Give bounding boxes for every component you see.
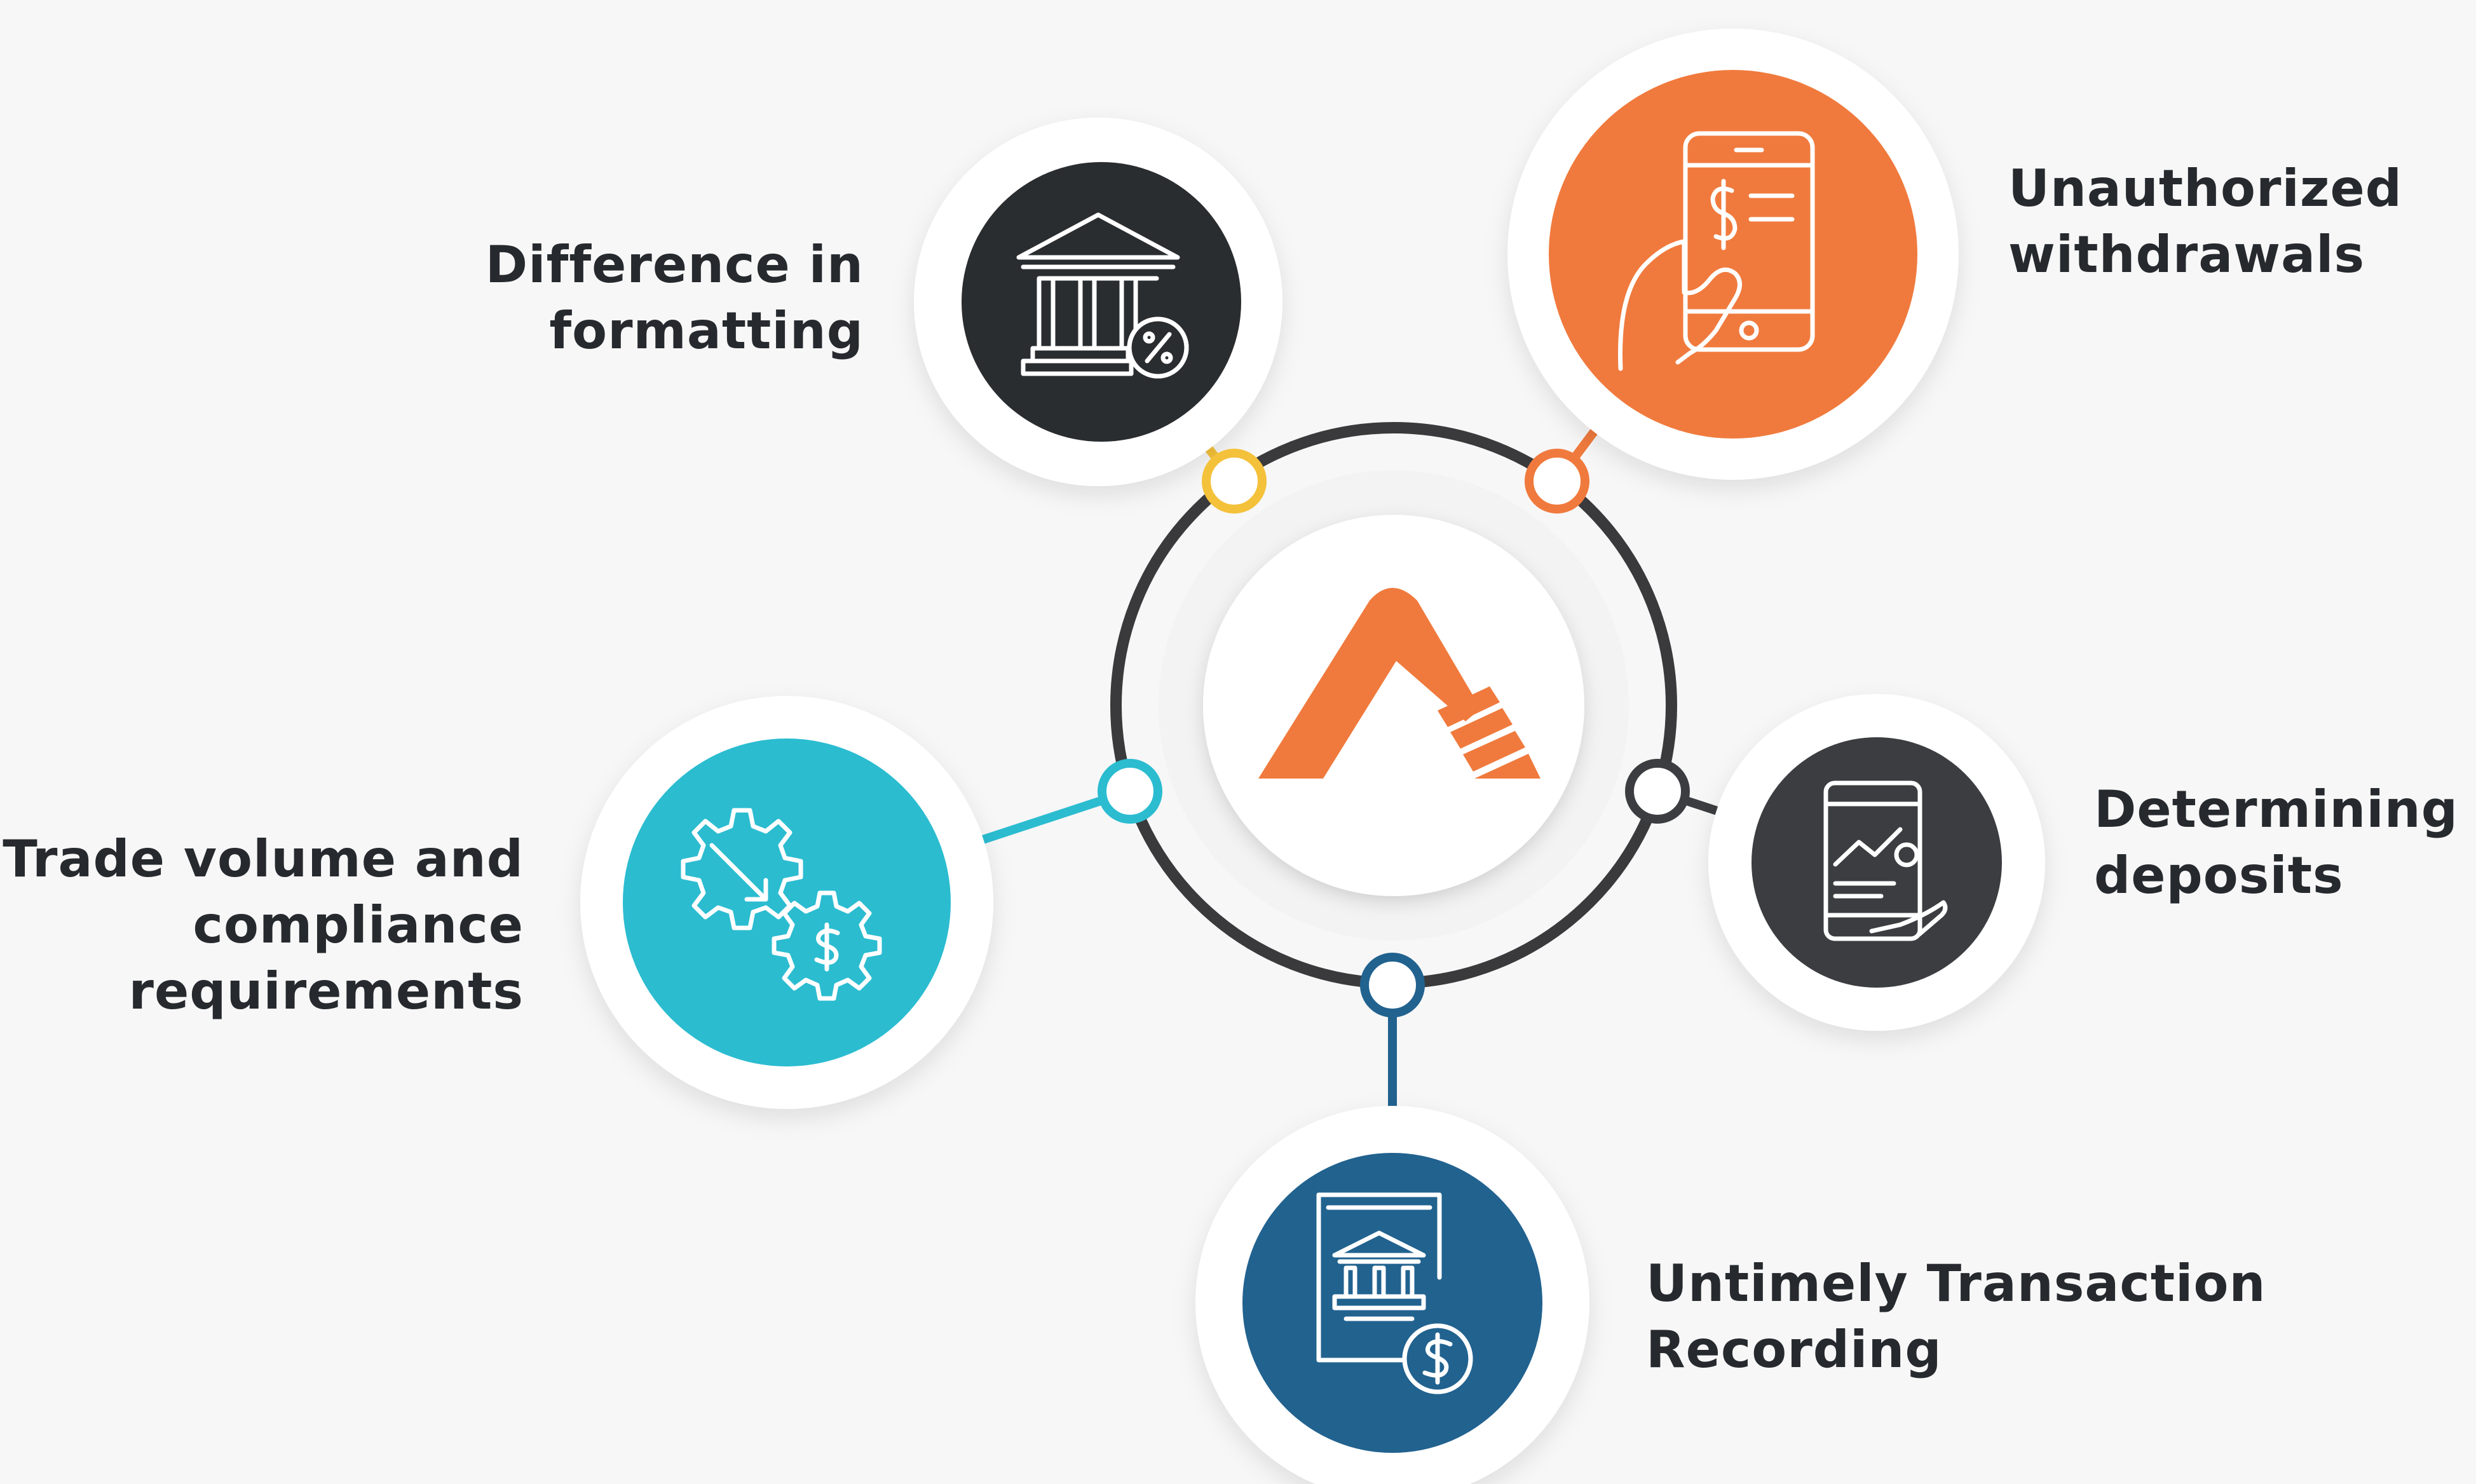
label-line: compliance xyxy=(193,895,524,955)
hub-inner-disc xyxy=(1203,515,1584,896)
triangle-logo-icon xyxy=(1258,588,1541,779)
label-unauthorized-withdrawals: Unauthorized withdrawals xyxy=(2008,156,2402,288)
label-line: Unauthorized xyxy=(2008,159,2402,218)
ring-nodes xyxy=(1098,449,1690,1018)
label-line: withdrawals xyxy=(2008,225,2365,284)
node-formatting xyxy=(1202,449,1267,514)
label-line: formatting xyxy=(549,301,864,360)
central-hub xyxy=(1110,422,1677,989)
label-line: Recording xyxy=(1646,1320,1942,1379)
label-line: Untimely Transaction xyxy=(1646,1254,2266,1313)
bank-document-dollar-icon xyxy=(1316,1192,1473,1394)
label-line: requirements xyxy=(128,962,524,1021)
phone-chart-hand-icon xyxy=(1823,780,1948,941)
label-determining-deposits: Determining deposits xyxy=(2094,777,2458,909)
node-recording xyxy=(1360,953,1425,1018)
label-difference-in-formatting: Difference in formatting xyxy=(486,232,864,364)
node-trade xyxy=(1098,759,1162,824)
label-line: Trade volume and xyxy=(3,829,524,888)
circle-formatting xyxy=(962,162,1241,442)
label-line: Determining xyxy=(2094,780,2458,839)
circle-withdrawals xyxy=(1549,70,1917,439)
node-withdrawals xyxy=(1525,449,1589,514)
circle-recording xyxy=(1242,1153,1542,1453)
node-deposits xyxy=(1625,759,1690,824)
label-untimely-transaction-recording: Untimely Transaction Recording xyxy=(1646,1251,2266,1383)
label-line: deposits xyxy=(2094,846,2344,905)
gears-dollar-icon xyxy=(681,808,882,1001)
satellite-circles xyxy=(623,70,2002,1453)
phone-payment-hand-icon xyxy=(1618,131,1815,371)
label-trade-volume: Trade volume and compliance requirements xyxy=(3,826,524,1025)
label-line: Difference in xyxy=(485,235,864,294)
circle-deposits xyxy=(1752,737,2002,988)
bank-percent-icon xyxy=(1016,212,1189,379)
